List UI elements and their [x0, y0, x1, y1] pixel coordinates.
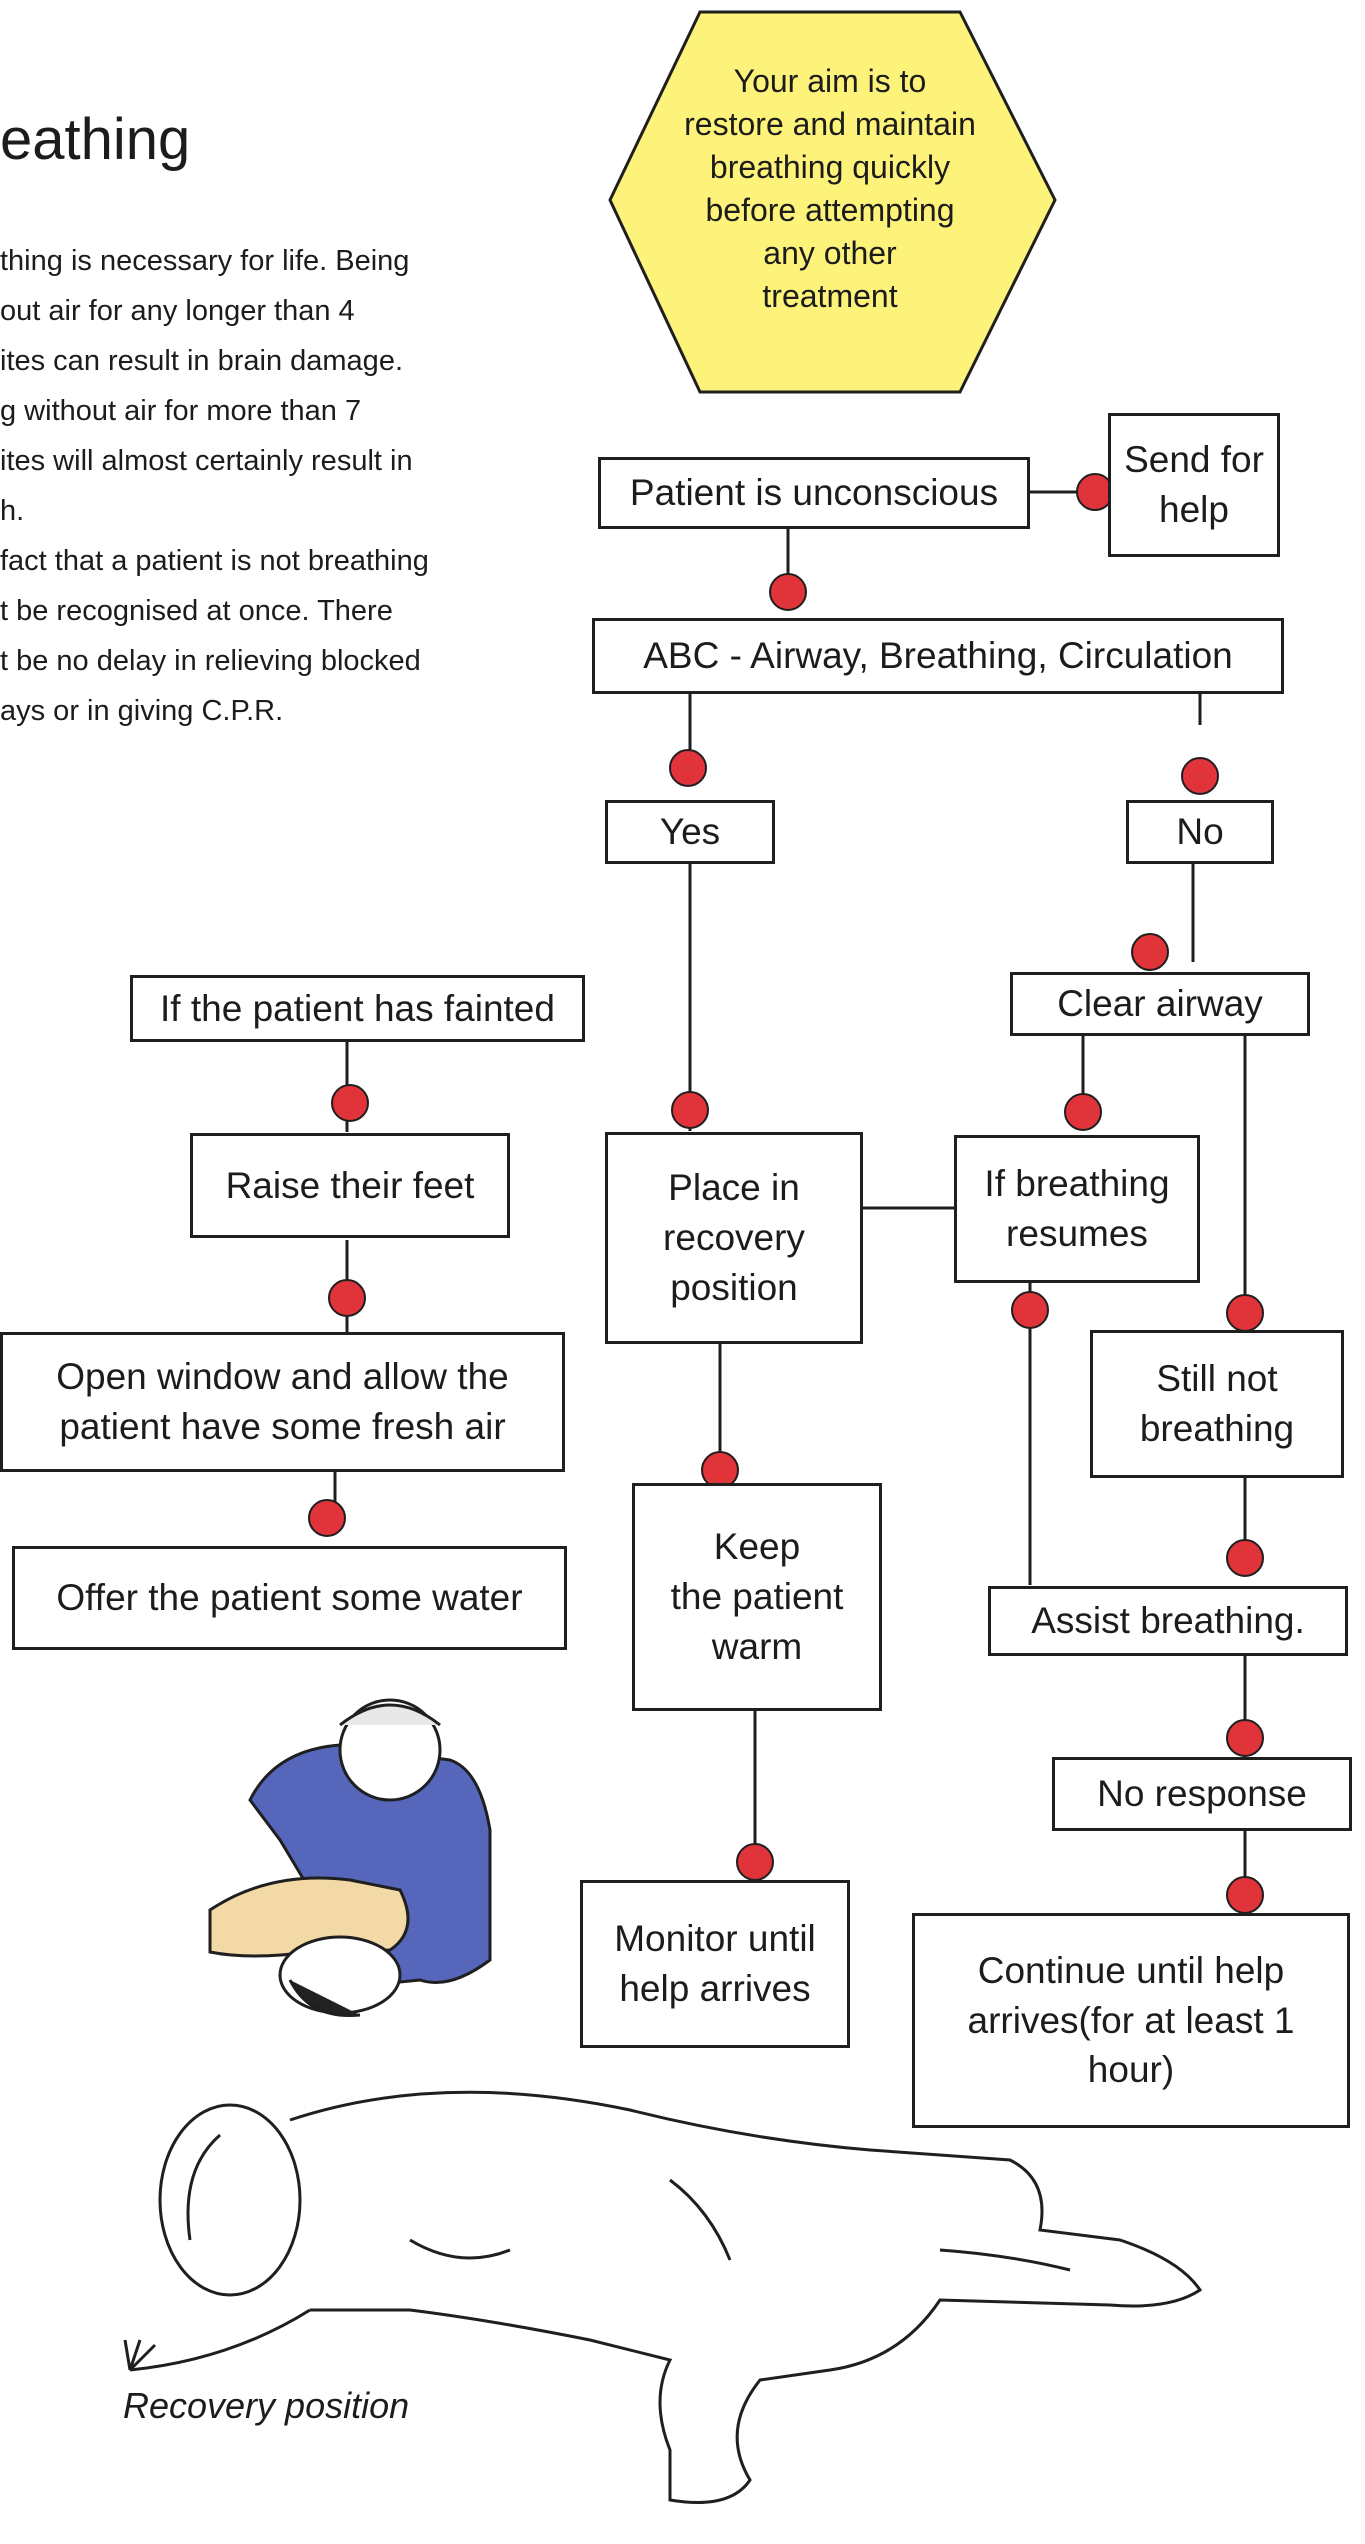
connector-dot [669, 749, 707, 787]
aim-hexagon-text: Your aim is to restore and maintain brea… [684, 63, 976, 314]
connector-dot [1226, 1719, 1264, 1757]
node-patient-unconscious: Patient is unconscious [598, 457, 1030, 529]
node-open-window: Open window and allow the patient have s… [0, 1332, 565, 1472]
intro-line: ites will almost certainly result in [0, 445, 413, 477]
connector-dot [1226, 1294, 1264, 1332]
intro-line: out air for any longer than 4 [0, 295, 355, 327]
rescuer-illustration [208, 1698, 492, 2018]
connector-dot [769, 573, 807, 611]
intro-line: thing is necessary for life. Being [0, 245, 410, 277]
node-raise-feet: Raise their feet [190, 1133, 510, 1238]
intro-line: h. [0, 495, 25, 527]
node-still-not-breathing: Still not breathing [1090, 1330, 1344, 1478]
node-assist-breathing: Assist breathing. [988, 1586, 1348, 1656]
aim-hexagon [608, 10, 1057, 394]
connector-dot [1226, 1876, 1264, 1914]
node-patient-fainted: If the patient has fainted [130, 975, 585, 1042]
intro-line: ites can result in brain damage. [0, 345, 403, 377]
intro-line: ays or in giving C.P.R. [0, 695, 284, 727]
intro-line: fact that a patient is not breathing [0, 545, 429, 577]
connector-dot [671, 1091, 709, 1129]
node-no: No [1126, 800, 1274, 864]
node-abc: ABC - Airway, Breathing, Circulation [592, 618, 1284, 694]
node-continue-until-help: Continue until help arrives(for at least… [912, 1913, 1350, 2128]
intro-line: t be recognised at once. There [0, 595, 393, 627]
connector-dot [1011, 1291, 1049, 1329]
connector-dot [736, 1843, 774, 1881]
intro-line: g without air for more than 7 [0, 395, 362, 427]
recovery-position-caption: Recovery position [123, 2385, 410, 2426]
node-keep-warm: Keep the patient warm [632, 1483, 882, 1711]
intro-paragraph: thing is necessary for life. Being out a… [0, 236, 560, 736]
connector-dot [328, 1279, 366, 1317]
connector-dot [331, 1084, 369, 1122]
node-monitor-until-help: Monitor until help arrives [580, 1880, 850, 2048]
node-offer-water: Offer the patient some water [12, 1546, 567, 1650]
node-recovery-position: Place in recovery position [605, 1132, 863, 1344]
recovery-position-illustration [123, 2090, 1203, 2504]
node-yes: Yes [605, 800, 775, 864]
connector-dot [1064, 1093, 1102, 1131]
connector-dot [308, 1499, 346, 1537]
connector-dot [1131, 933, 1169, 971]
connector-dot [1226, 1539, 1264, 1577]
node-breathing-resumes: If breathing resumes [954, 1135, 1200, 1283]
node-send-for-help: Send for help [1108, 413, 1280, 557]
page-title: eathing [0, 107, 191, 172]
intro-line: t be no delay in relieving blocked [0, 645, 421, 677]
node-clear-airway: Clear airway [1010, 972, 1310, 1036]
connector-dot [1181, 757, 1219, 795]
node-no-response: No response [1052, 1757, 1352, 1831]
